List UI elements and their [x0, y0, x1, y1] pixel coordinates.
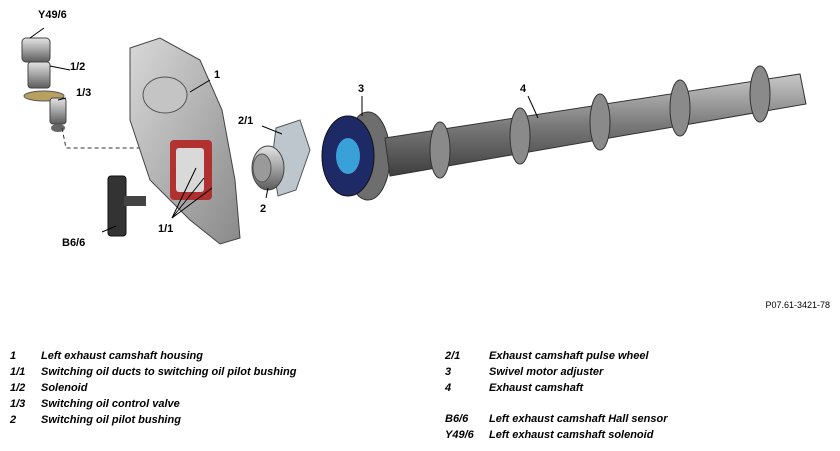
callout-1: 1: [214, 69, 220, 81]
hall-sensor-illustration: [107, 175, 146, 237]
legend-code: Y49/6: [445, 429, 474, 441]
legend-row: Y49/6 Left exhaust camshaft solenoid: [445, 429, 668, 445]
legend-row: 1 Left exhaust camshaft housing: [10, 350, 296, 366]
pilot-bushing-illustration: [251, 145, 285, 191]
legend-row: B6/6 Left exhaust camshaft Hall sensor: [445, 413, 668, 429]
legend-code: 4: [445, 382, 452, 394]
legend-row: 4 Exhaust camshaft: [445, 382, 668, 398]
legend-code: 1/3: [10, 398, 26, 410]
exploded-view-diagram: Y49/6 1/2 1/3 1 1/1 B6/6 2/1 2 3 4: [21, 9, 807, 249]
legend-code: 1/1: [10, 366, 26, 378]
callout-y49-6: Y49/6: [38, 9, 67, 21]
legend-text: Switching oil pilot bushing: [41, 414, 181, 426]
legend-code: B6/6: [445, 413, 469, 425]
legend-row: 2/1 Exhaust camshaft pulse wheel: [445, 350, 668, 366]
legend-text: Left exhaust camshaft housing: [41, 350, 203, 362]
callout-1-1: 1/1: [158, 223, 173, 235]
legend-code: 1: [10, 350, 17, 362]
legend-text: Exhaust camshaft: [489, 382, 584, 394]
callout-2-1: 2/1: [238, 115, 253, 127]
legend-row: 3 Swivel motor adjuster: [445, 366, 668, 382]
legend-text: Left exhaust camshaft Hall sensor: [489, 413, 668, 425]
legend-spacer: [445, 398, 668, 413]
legend-text: Solenoid: [41, 382, 88, 394]
callout-3: 3: [358, 83, 364, 95]
legend-right-column: 2/1 Exhaust camshaft pulse wheel 3 Swivel …: [445, 350, 668, 445]
legend-text: Left exhaust camshaft solenoid: [489, 429, 654, 441]
callout-1-2: 1/2: [70, 61, 85, 73]
camshaft-housing-illustration: [129, 37, 241, 245]
legend-row: 1/3 Switching oil control valve: [10, 398, 296, 414]
legend-text: Switching oil control valve: [41, 398, 180, 410]
exhaust-camshaft-illustration: [384, 65, 807, 179]
legend-code: 2/1: [445, 350, 461, 362]
callout-1-3: 1/3: [76, 87, 91, 99]
callout-2: 2: [260, 203, 266, 215]
legend-row: 2 Switching oil pilot bushing: [10, 414, 296, 430]
swivel-motor-adjuster-illustration: [321, 111, 391, 201]
solenoid-valve-illustration: [21, 37, 67, 132]
legend-code: 3: [445, 366, 452, 378]
legend-text: Switching oil ducts to switching oil pil…: [41, 366, 297, 378]
legend-text: Swivel motor adjuster: [489, 366, 604, 378]
legend-code: 1/2: [10, 382, 26, 394]
callout-b6-6: B6/6: [62, 237, 85, 249]
legend-row: 1/2 Solenoid: [10, 382, 296, 398]
legend-code: 2: [10, 414, 17, 426]
figure-reference: P07.61-3421-78: [765, 300, 830, 310]
callout-4: 4: [520, 83, 527, 95]
legend-row: 1/1 Switching oil ducts to switching oil …: [10, 366, 296, 382]
legend-text: Exhaust camshaft pulse wheel: [489, 350, 649, 362]
leader-lines: [29, 27, 539, 233]
